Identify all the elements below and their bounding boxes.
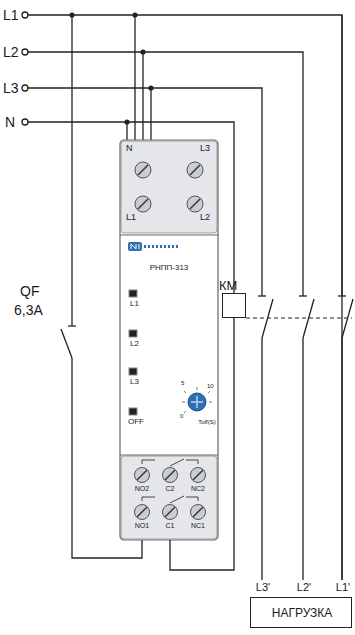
node-text: L1 [126, 213, 136, 222]
node-text: КМ [219, 279, 237, 292]
node-text: N [126, 144, 133, 153]
node-text: C1 [166, 522, 175, 529]
node-text: 0 [180, 413, 183, 419]
relay-housing [120, 140, 218, 540]
node-text: NC1 [191, 522, 205, 529]
node-text: L3' [256, 582, 270, 593]
node-text: РНПП-313 [150, 264, 189, 272]
node-text: L1 [130, 300, 139, 308]
node-text: NO1 [135, 522, 149, 529]
node-text: L3 [130, 378, 139, 386]
node-text: L3 [200, 144, 210, 153]
coil-box: КМ [222, 293, 246, 318]
node-text: Toff(S) [198, 419, 216, 425]
node-text: L2' [297, 582, 311, 593]
node-text: L1' [336, 582, 350, 593]
node-text: 10 [207, 383, 214, 389]
node-text: НАГРУЗКА [272, 607, 333, 619]
control-wire [170, 318, 234, 570]
node-text: NC2 [191, 485, 205, 492]
junction-dots [69, 12, 153, 124]
load-box: НАГРУЗКАL3'L2'L1' [250, 597, 352, 628]
relay-device: NL3L1L2РНПП-313L1L2L3OFFToff(S)0510NO2C2… [120, 140, 218, 540]
wire-label: N [5, 115, 15, 129]
node-text: L2 [200, 213, 210, 222]
supply-lines [22, 12, 353, 580]
node-text: C2 [166, 485, 175, 492]
wire-label: L3 [3, 81, 19, 95]
node-text: OFF [128, 418, 144, 426]
node-text: NO2 [135, 485, 149, 492]
wire-label: 6,3A [14, 303, 43, 317]
node-text: 5 [181, 380, 184, 386]
wire-label: L1 [3, 8, 19, 22]
mechanical-link [246, 318, 352, 319]
wire-label: QF [20, 284, 39, 298]
node-text: L2 [130, 340, 139, 348]
wire-label: L2 [3, 45, 19, 59]
